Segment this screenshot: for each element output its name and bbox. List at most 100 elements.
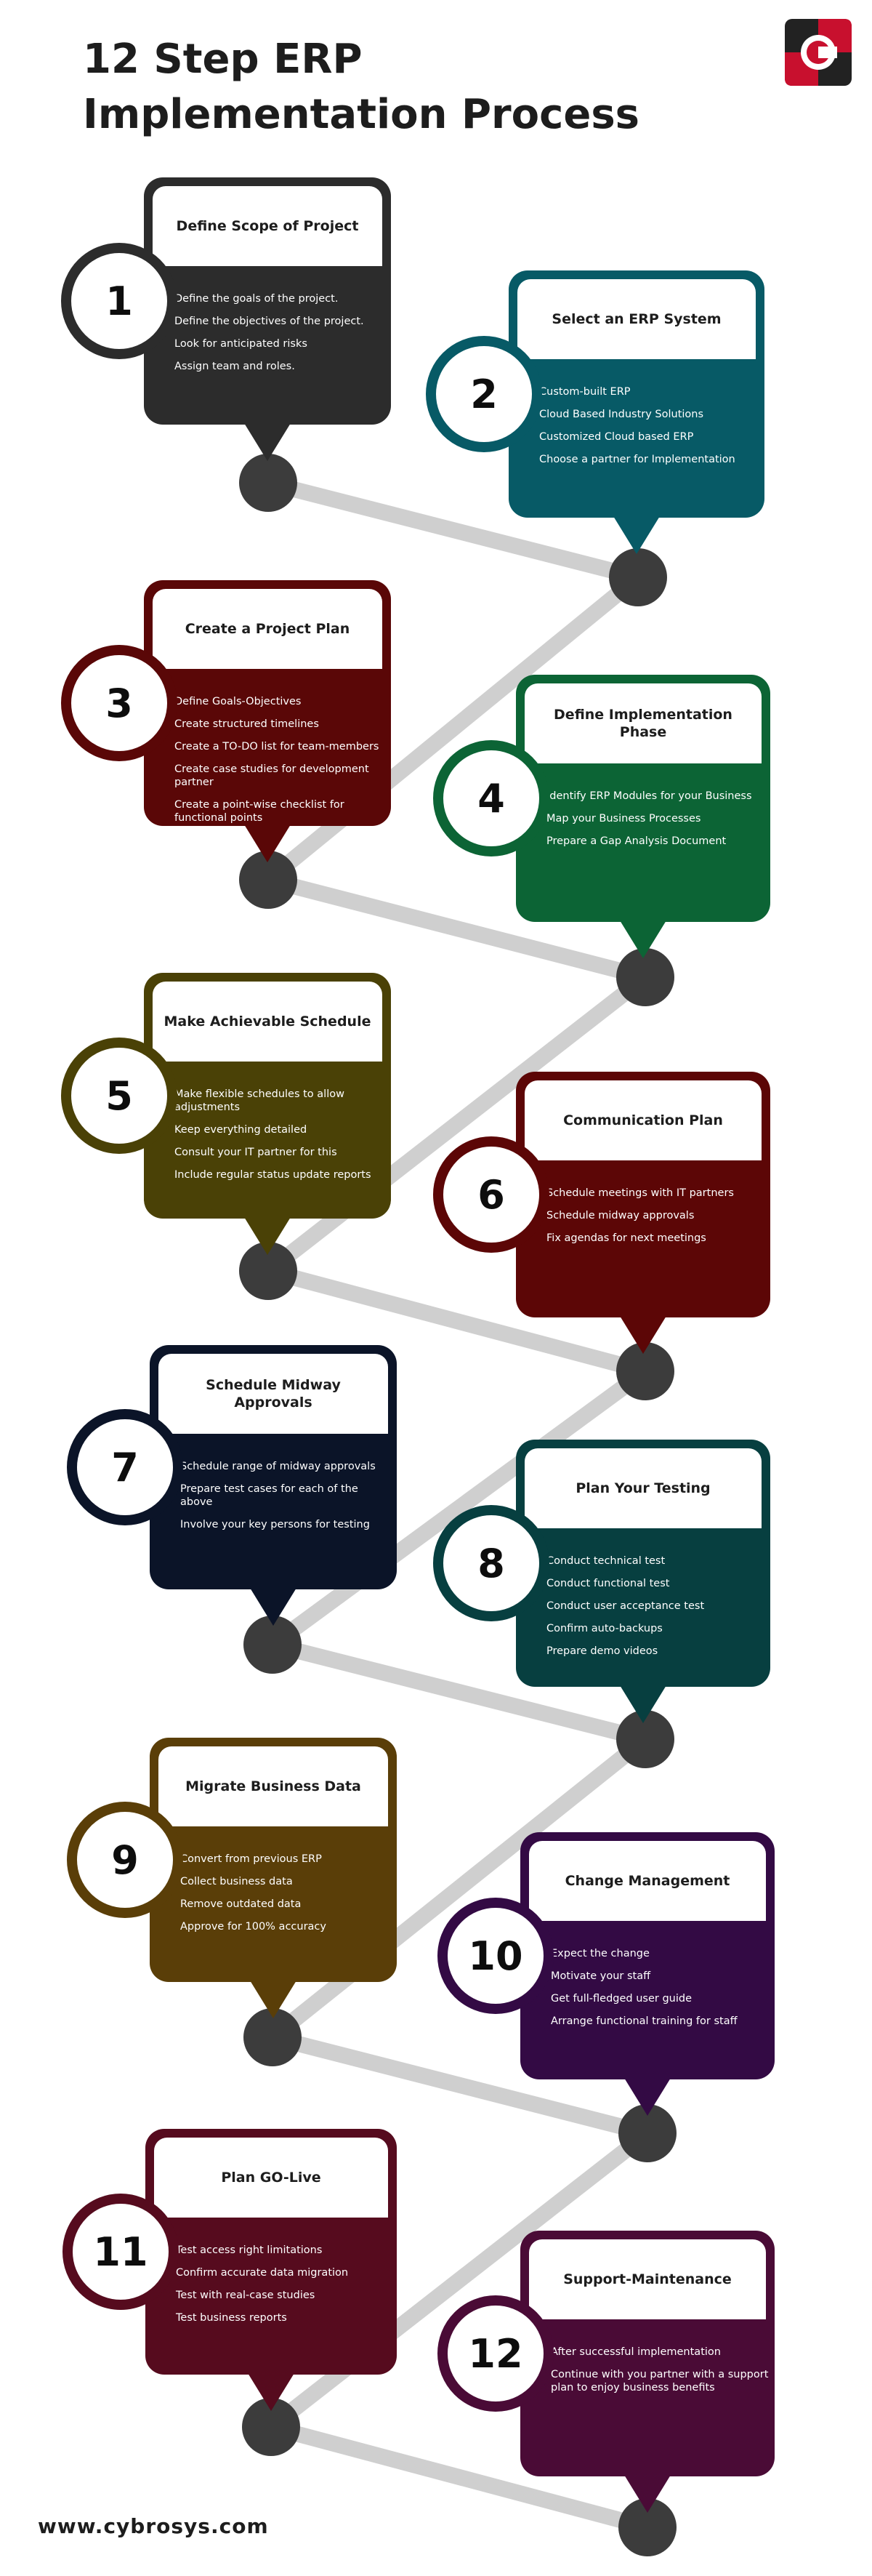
list-item: Test with real-case studies — [176, 2290, 315, 2301]
list-item: Assign team and roles. — [174, 361, 295, 372]
step-1: Define Scope of Project Define the goals… — [61, 177, 391, 461]
step-number-badge: 10 — [437, 1898, 554, 2014]
list-item: Confirm accurate data migration — [176, 2267, 349, 2279]
step-title: Make Achievable Schedule — [164, 1014, 371, 1030]
list-item: Include regular status update reports — [174, 1169, 371, 1181]
step-3: Create a Project Plan Define Goals-Objec… — [61, 580, 391, 862]
list-item: Consult your IT partner for this — [174, 1147, 337, 1158]
connector-line — [260, 1263, 653, 1379]
step-number: 1 — [105, 278, 133, 324]
step-5: Make Achievable Schedule Make flexible s… — [61, 973, 391, 1255]
step-number-badge: 8 — [433, 1505, 549, 1621]
step-12: Support-Maintenance After successful imp… — [437, 2231, 775, 2513]
step-number-badge: 7 — [67, 1409, 183, 1525]
step-number-badge: 6 — [433, 1136, 549, 1253]
list-item: Expect the change — [551, 1948, 650, 1959]
step-number-badge: 5 — [61, 1038, 177, 1154]
step-number: 5 — [105, 1072, 133, 1119]
step-number: 3 — [105, 680, 133, 726]
list-item: Fix agendas for next meetings — [546, 1232, 706, 1244]
step-card: Migrate Business Data Convert from previ… — [150, 1738, 397, 1982]
step-title: Define Implementation Phase — [554, 707, 732, 740]
step-list: After successful implementation Continue… — [551, 2346, 770, 2404]
connector-line — [263, 2125, 655, 2435]
step-number: 12 — [468, 2330, 523, 2377]
connector-line — [265, 1363, 653, 1653]
list-item: Prepare demo videos — [546, 1645, 658, 1657]
timeline-node — [618, 2104, 677, 2162]
step-9: Migrate Business Data Convert from previ… — [67, 1738, 397, 2018]
step-list: Convert from previous ERP Collect busine… — [180, 1853, 392, 1943]
timeline-node — [609, 548, 667, 606]
timeline-node — [616, 948, 674, 1006]
connector-line — [260, 475, 646, 585]
step-list: Define Goals-Objectives Create structure… — [174, 695, 387, 834]
step-header: Make Achievable Schedule — [153, 982, 382, 1062]
step-pointer — [244, 824, 291, 862]
connector-line — [260, 872, 653, 985]
step-pointer — [250, 1981, 296, 2018]
list-item: Convert from previous ERP — [180, 1853, 322, 1865]
list-item: Remove outdated data — [180, 1898, 302, 1910]
step-title: Create a Project Plan — [185, 621, 350, 637]
list-item: Conduct technical test — [546, 1555, 666, 1567]
list-item: After successful implementation — [551, 2346, 721, 2358]
list-item: Choose a partner for Implementation — [539, 454, 735, 465]
step-number: 10 — [468, 1933, 523, 1979]
step-header: Support-Maintenance — [529, 2239, 766, 2319]
step-number: 8 — [477, 1540, 505, 1586]
connector-line — [263, 2419, 655, 2535]
step-title: Schedule Midway Approvals — [206, 1377, 341, 1411]
timeline-node — [618, 2498, 677, 2556]
step-list: Schedule meetings with IT partners Sched… — [546, 1187, 766, 1254]
list-item: Test business reports — [176, 2312, 287, 2324]
step-list: Test access right limitations Confirm ac… — [176, 2244, 392, 2334]
connector-line — [265, 1731, 653, 2045]
step-number-badge: 9 — [67, 1802, 183, 1918]
step-header: Plan Your Testing — [525, 1448, 762, 1528]
connector-line — [265, 1637, 653, 1747]
list-item: Identify ERP Modules for your Business — [546, 790, 752, 802]
step-pointer — [624, 2475, 671, 2513]
step-header: Communication Plan — [525, 1080, 762, 1160]
step-pointer — [620, 1316, 666, 1354]
step-number-badge: 3 — [61, 645, 177, 761]
step-8: Plan Your Testing Conduct technical test… — [433, 1440, 770, 1723]
step-card: Communication Plan Schedule meetings wit… — [516, 1072, 770, 1317]
timeline-node — [616, 1342, 674, 1400]
list-item: Confirm auto-backups — [546, 1623, 663, 1634]
timeline-node — [243, 1616, 302, 1674]
step-card: Plan GO-Live Test access right limitatio… — [145, 2129, 397, 2375]
step-header: Define Scope of Project — [153, 186, 382, 266]
step-6: Communication Plan Schedule meetings wit… — [433, 1072, 770, 1354]
list-item: Cloud Based Industry Solutions — [539, 409, 704, 420]
list-item: Map your Business Processes — [546, 813, 701, 824]
step-list: Conduct technical test Conduct functiona… — [546, 1554, 766, 1667]
step-number: 2 — [470, 371, 498, 417]
list-item: Involve your key persons for testing — [180, 1519, 370, 1530]
step-card: Make Achievable Schedule Make flexible s… — [144, 973, 391, 1219]
cybrosys-logo — [785, 19, 852, 86]
step-pointer — [250, 1588, 296, 1626]
step-7: Schedule Midway Approvals Schedule range… — [67, 1345, 397, 1626]
step-pointer — [248, 2373, 294, 2411]
step-list: Define the goals of the project. Define … — [174, 292, 387, 382]
step-list: Expect the change Motivate your staff Ge… — [551, 1947, 770, 2037]
step-title: Change Management — [565, 1873, 730, 1889]
list-item: Get full-fledged user guide — [551, 1993, 693, 2005]
step-title: Migrate Business Data — [185, 1778, 361, 1794]
step-title: Select an ERP System — [552, 311, 722, 327]
step-header: Create a Project Plan — [153, 589, 382, 669]
step-title: Plan GO-Live — [221, 2170, 321, 2186]
step-title: Communication Plan — [563, 1112, 723, 1128]
timeline-node — [239, 851, 297, 909]
step-card: Support-Maintenance After successful imp… — [520, 2231, 775, 2476]
connector-line — [265, 2029, 655, 2141]
list-item: Approve for 100% accuracy — [180, 1921, 326, 1933]
step-pointer — [244, 423, 291, 461]
step-header: Schedule Midway Approvals — [158, 1354, 388, 1434]
list-item: Define the objectives of the project. — [174, 316, 364, 327]
step-list: Schedule range of midway approvals Prepa… — [180, 1460, 392, 1541]
list-item: Make flexible schedules to allow adjustm… — [174, 1088, 344, 1113]
